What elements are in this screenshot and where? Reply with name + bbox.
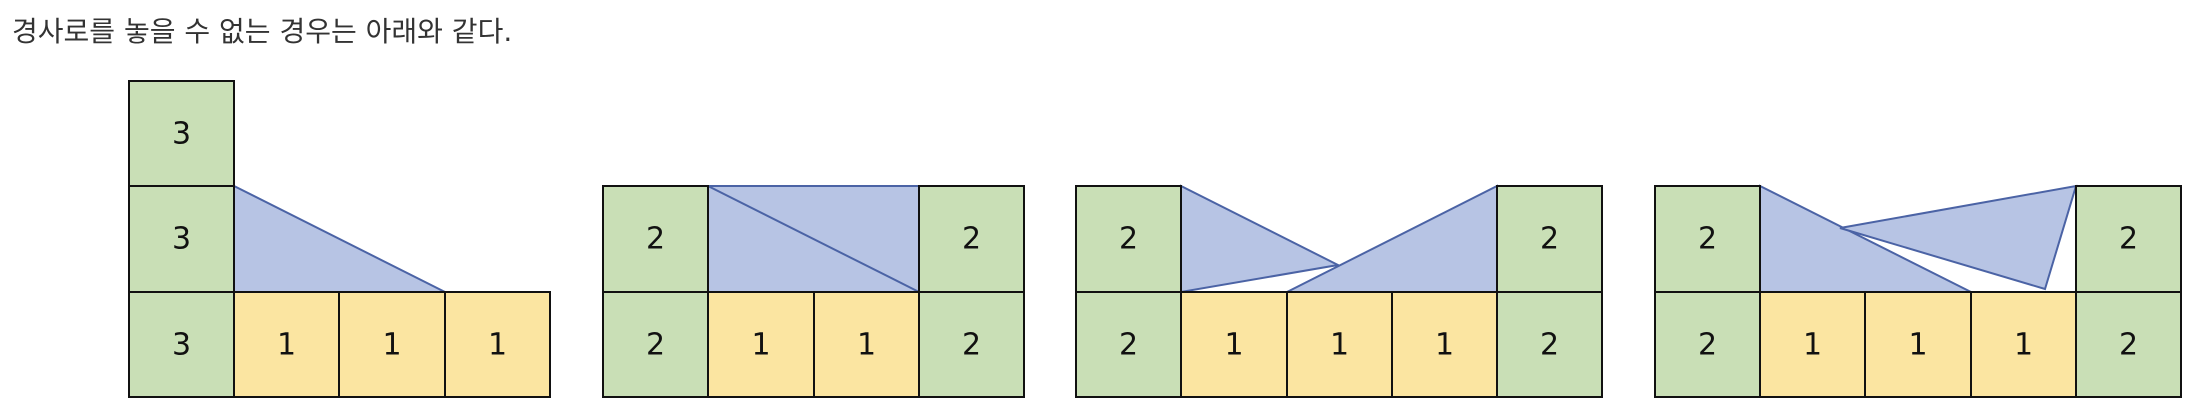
cell-yellow [1391,291,1498,398]
cell-yellow [1759,291,1866,398]
cell-label: 3 [172,117,191,152]
cell-label: 1 [277,328,296,363]
cell-yellow [338,291,446,398]
cell-green [128,185,235,293]
cell-label: 1 [488,328,507,363]
ramp-diagonal [707,185,920,293]
cell-green [2075,185,2182,293]
cell-green [128,80,235,187]
cell-green [918,185,1025,293]
ramp-right-triangle [1286,184,1498,293]
cell-label: 2 [646,222,665,257]
cell-label: 1 [751,328,770,363]
cell-label: 2 [2119,328,2138,363]
caption-text: 경사로를 놓을 수 없는 경우는 아래와 같다. [12,15,513,48]
cell-label: 2 [1698,222,1717,257]
cell-green [2075,291,2182,398]
cell-green [602,185,709,293]
cell-label: 2 [2119,222,2138,257]
cell-label: 2 [1540,222,1559,257]
cell-yellow [444,291,551,398]
cell-label: 2 [1119,328,1138,363]
cell-green [918,291,1025,398]
ramp-triangle [233,184,446,293]
cell-yellow [1864,291,1972,398]
cell-label: 1 [2014,328,2033,363]
cell-label: 1 [1803,328,1822,363]
cell-label: 3 [172,328,191,363]
cell-label: 2 [1119,222,1138,257]
cell-yellow [813,291,920,398]
cell-green [602,291,709,398]
cell-yellow [707,291,815,398]
cell-yellow [1970,291,2077,398]
cell-yellow [233,291,340,398]
cell-label: 1 [1908,328,1927,363]
cell-green [1075,185,1182,293]
cell-label: 1 [1330,328,1349,363]
cell-green [1496,291,1603,398]
cell-label: 1 [1224,328,1243,363]
example-1: 3 3 3 1 1 1 [128,80,551,398]
example-3: 2 2 1 1 1 2 2 [1075,184,1603,398]
cell-green [1654,185,1761,293]
cell-label: 2 [962,328,981,363]
cell-label: 2 [1540,328,1559,363]
cell-label: 2 [646,328,665,363]
example-4: 2 2 1 1 1 2 2 [1654,184,2182,398]
cell-label: 3 [172,222,191,257]
cell-green [128,291,235,398]
cell-green [1496,185,1603,293]
cell-label: 1 [857,328,876,363]
ramp-tilted-triangle [1839,184,2078,291]
example-2: 2 2 1 1 2 2 [602,185,1025,398]
cell-label: 2 [1698,328,1717,363]
cell-label: 2 [962,222,981,257]
cell-label: 1 [1435,328,1454,363]
cell-label: 1 [382,328,401,363]
ramp-left-triangle [1180,184,1342,294]
